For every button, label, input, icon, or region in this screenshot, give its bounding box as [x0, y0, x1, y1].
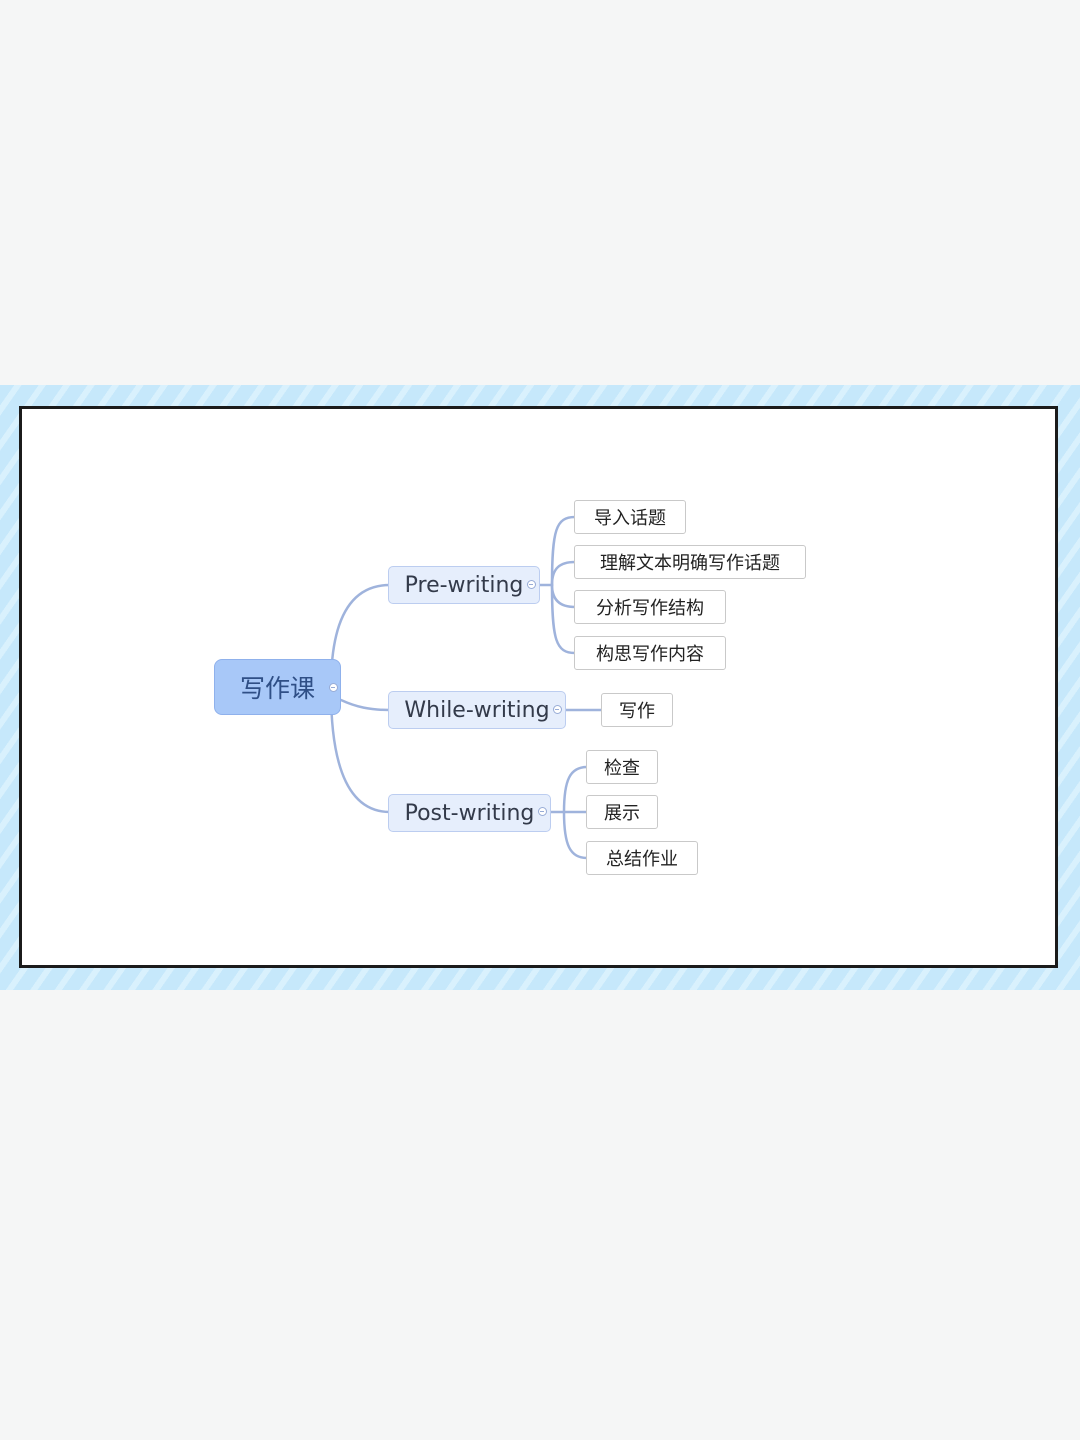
leaf-topic[interactable]: 分析写作结构 — [574, 590, 726, 624]
connector-pre-writing-leaf-2 — [550, 560, 577, 587]
collapse-toggle-icon[interactable] — [553, 705, 562, 714]
branch-label: Post-writing — [404, 800, 535, 826]
collapse-toggle-icon[interactable] — [538, 807, 547, 816]
connector-pre-writing-leaf-3 — [550, 583, 577, 609]
branch-post-writing[interactable]: Post-writing — [388, 794, 551, 832]
connector-pre-writing-leaf-1 — [550, 515, 577, 587]
leaf-topic-label: 理解文本明确写作话题 — [600, 553, 780, 574]
branch-pre-writing[interactable]: Pre-writing — [388, 566, 540, 604]
connector-post-writing-leaf-1 — [562, 765, 589, 814]
collapse-toggle-icon[interactable] — [329, 683, 338, 692]
leaf-topic[interactable]: 展示 — [586, 795, 658, 829]
branch-label: Pre-writing — [404, 572, 524, 598]
leaf-topic-label: 分析写作结构 — [596, 598, 704, 619]
root-topic[interactable]: 写作课 — [214, 659, 341, 715]
leaf-topic-label: 导入话题 — [594, 508, 666, 529]
leaf-topic[interactable]: 导入话题 — [574, 500, 686, 534]
leaf-topic-label: 检查 — [604, 758, 640, 779]
leaf-topic[interactable]: 检查 — [586, 750, 658, 784]
root-topic-label: 写作课 — [239, 674, 315, 703]
connector-pre-writing-leaf-4 — [550, 583, 577, 655]
leaf-topic-label: 构思写作内容 — [596, 644, 704, 665]
collapse-toggle-icon[interactable] — [527, 580, 536, 589]
leaf-topic[interactable]: 写作 — [601, 693, 673, 727]
leaf-topic-label: 写作 — [619, 701, 655, 722]
leaf-topic-label: 展示 — [604, 803, 640, 824]
leaf-topic-label: 总结作业 — [606, 849, 678, 870]
branch-label: While-writing — [404, 697, 550, 723]
mindmap-canvas — [19, 406, 1058, 968]
connector-root-while-writing — [339, 698, 392, 712]
leaf-topic[interactable]: 理解文本明确写作话题 — [574, 545, 806, 579]
leaf-topic[interactable]: 构思写作内容 — [574, 636, 726, 670]
branch-while-writing[interactable]: While-writing — [388, 691, 566, 729]
connector-post-writing-leaf-3 — [562, 810, 589, 860]
leaf-topic[interactable]: 总结作业 — [586, 841, 698, 875]
connector-root-post-writing — [329, 688, 392, 814]
